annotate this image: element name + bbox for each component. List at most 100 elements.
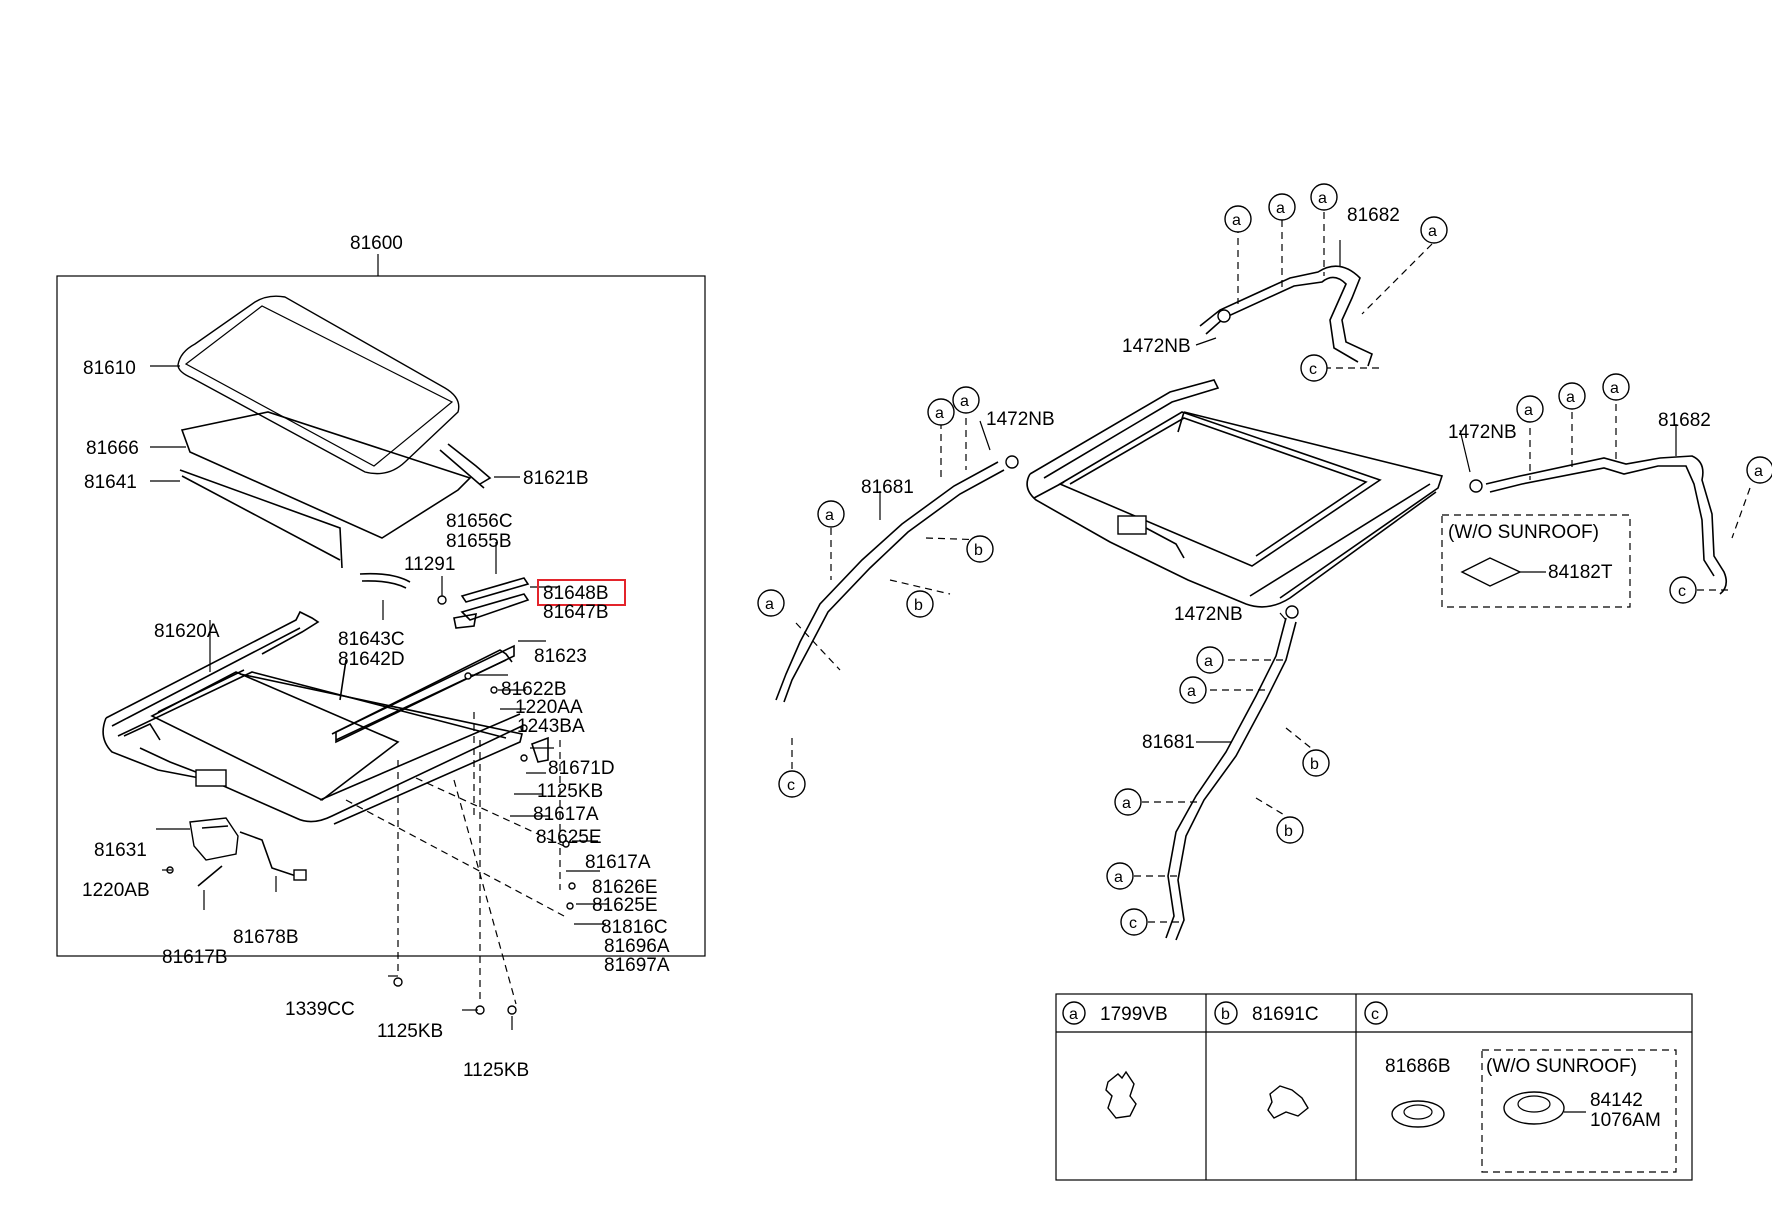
svg-text:c: c — [787, 777, 795, 794]
svg-text:a: a — [1318, 190, 1327, 207]
callout-a: a — [1224, 205, 1252, 233]
legend-part-84142: 84142 — [1590, 1090, 1643, 1111]
legend-wo-sunroof: (W/O SUNROOF) — [1486, 1056, 1637, 1077]
sunroof-frame — [102, 610, 523, 825]
label-81623: 81623 — [534, 646, 587, 667]
guide-rails — [437, 577, 530, 629]
legend-col-b: b 81691C — [1214, 1001, 1319, 1119]
callout-b: b — [906, 590, 934, 618]
callout-a: a — [817, 500, 845, 528]
label-81682-right: 81682 — [1658, 410, 1711, 431]
highlight-box — [537, 579, 626, 606]
assembly-frame — [56, 275, 706, 957]
wo-sunroof-label: (W/O SUNROOF) — [1448, 522, 1599, 543]
callout-c: c — [778, 770, 806, 798]
label-1125KB-a: 1125KB — [537, 781, 603, 802]
svg-text:a: a — [825, 507, 834, 524]
legend-part-1076AM: 1076AM — [1590, 1110, 1661, 1131]
label-81696A: 81696A — [604, 936, 670, 957]
seal-strips — [179, 411, 492, 589]
label-81671D: 81671D — [548, 758, 615, 779]
legend-part-81691C: 81691C — [1252, 1004, 1319, 1025]
svg-text:a: a — [960, 393, 969, 410]
label-81697A: 81697A — [604, 955, 670, 976]
callout-b: b — [966, 535, 994, 563]
label-81678B: 81678B — [233, 927, 299, 948]
svg-text:a: a — [1754, 463, 1763, 480]
label-81625E-b: 81625E — [592, 895, 658, 916]
sunroof-motor — [189, 817, 239, 861]
callout-c: c — [1669, 576, 1697, 604]
plug-icon — [1460, 557, 1522, 587]
callout-a: a — [1310, 183, 1338, 211]
label-1472NB-bottom: 1472NB — [1174, 604, 1243, 625]
label-81617A-a: 81617A — [533, 804, 599, 825]
svg-text:a: a — [1524, 402, 1533, 419]
grommet-81686B-icon — [1391, 1100, 1445, 1128]
label-1472NB-top: 1472NB — [1122, 336, 1191, 357]
label-1220AB: 1220AB — [82, 880, 150, 901]
callout-a: a — [1196, 646, 1224, 674]
svg-text:c: c — [1129, 915, 1137, 932]
label-81625E-a: 81625E — [536, 827, 602, 848]
callout-a: a — [1516, 395, 1544, 423]
svg-text:c: c — [1678, 583, 1686, 600]
callout-b: b — [1276, 816, 1304, 844]
label-81622B: 81622B — [501, 679, 567, 700]
label-81617B: 81617B — [162, 947, 228, 968]
frame-right — [1026, 379, 1444, 608]
label-81621B: 81621B — [523, 468, 589, 489]
label-84182T: 84182T — [1548, 562, 1613, 583]
hose-clamps — [1005, 309, 1483, 619]
callout-b: b — [1302, 749, 1330, 777]
legend-col-c: c 81686B (W/O SUNROOF) 84142 1076AM — [1364, 1001, 1677, 1173]
label-81610: 81610 — [83, 358, 136, 379]
callout-a: a — [927, 398, 955, 426]
clip-1799VB-icon — [1105, 1070, 1137, 1119]
svg-text:c: c — [1309, 361, 1317, 378]
callout-a: a — [1268, 193, 1296, 221]
label-81648B: 81648B — [543, 583, 609, 604]
label-81643C: 81643C — [338, 629, 405, 650]
callout-c: c — [1300, 354, 1328, 382]
svg-text:a: a — [1122, 795, 1131, 812]
callout-c: c — [1120, 908, 1148, 936]
svg-text:a: a — [1610, 380, 1619, 397]
svg-text:a: a — [1069, 1006, 1078, 1023]
callout-a: a — [1114, 788, 1142, 816]
svg-text:b: b — [974, 542, 983, 559]
callout-a: a — [1746, 456, 1772, 484]
svg-text:a: a — [1428, 223, 1437, 240]
wo-sunroof-box — [1441, 514, 1631, 608]
legend-table: a 1799VB b 81691C c 81686B (W/O SUNROOF)… — [1055, 993, 1693, 1181]
label-81681-bottom: 81681 — [1142, 732, 1195, 753]
label-81656C: 81656C — [446, 511, 513, 532]
callout-a: a — [1602, 373, 1630, 401]
clip-81691C-icon — [1267, 1085, 1309, 1119]
label-81642D: 81642D — [338, 649, 405, 670]
callout-a: a — [1558, 382, 1586, 410]
svg-text:a: a — [1187, 683, 1196, 700]
assembly-label: 81600 — [350, 233, 403, 254]
label-81682-top: 81682 — [1347, 205, 1400, 226]
svg-text:a: a — [1276, 200, 1285, 217]
svg-text:a: a — [1566, 389, 1575, 406]
svg-text:a: a — [1204, 653, 1213, 670]
label-1339CC: 1339CC — [285, 999, 355, 1020]
leader-lines-right — [879, 240, 1677, 743]
legend-col-a: a 1799VB — [1062, 1001, 1168, 1119]
wo-sunroof-box-2 — [1481, 1049, 1677, 1173]
legend-part-81686B: 81686B — [1385, 1056, 1451, 1077]
label-1243BA: 1243BA — [517, 716, 585, 737]
label-1472NB-right: 1472NB — [1448, 422, 1517, 443]
grommet-84142-icon — [1503, 1091, 1565, 1125]
drive-shaft — [197, 865, 223, 887]
wire-harness — [239, 831, 297, 877]
label-81647B: 81647B — [543, 602, 609, 623]
bolts — [166, 672, 576, 1015]
label-81620A: 81620A — [154, 621, 220, 642]
label-81666: 81666 — [86, 438, 139, 459]
label-81655B: 81655B — [446, 531, 512, 552]
callout-a: a — [757, 589, 785, 617]
